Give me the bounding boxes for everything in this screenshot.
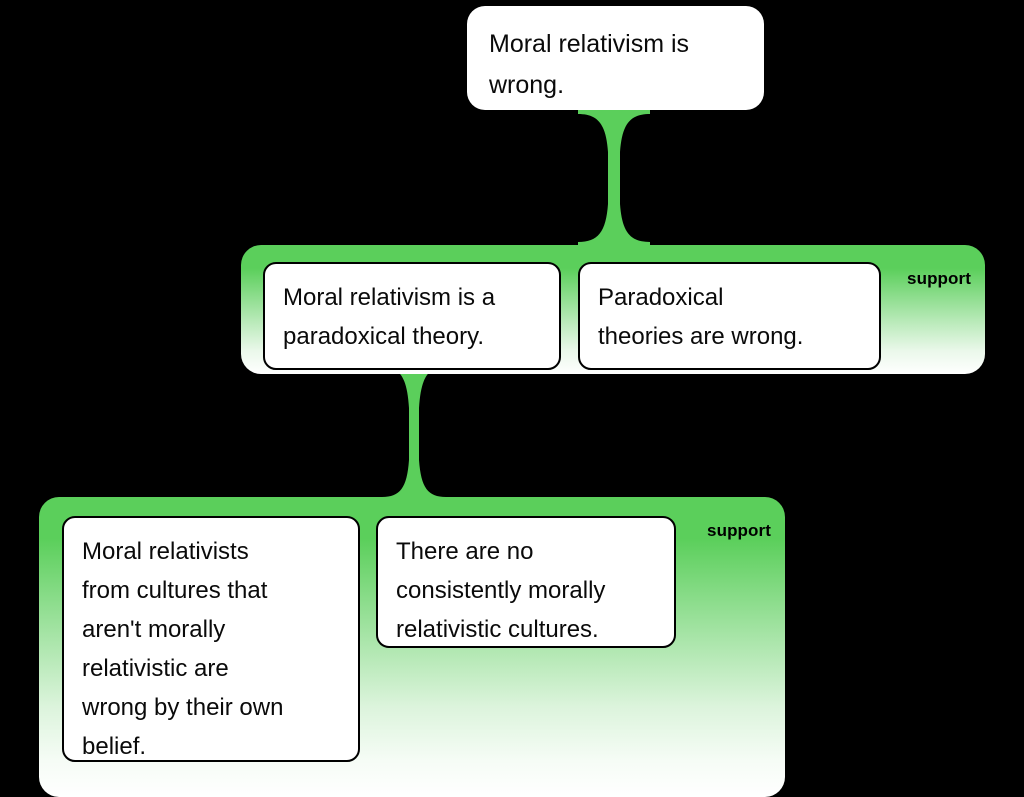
premise-node-1b[interactable]: Paradoxical theories are wrong.	[578, 262, 881, 370]
premise-node-1a-text: Moral relativism is a paradoxical theory…	[283, 284, 496, 350]
premise-node-2b[interactable]: There are no consistently morally relati…	[376, 516, 676, 648]
connector-root-to-support-group-1	[578, 108, 650, 248]
premise-node-2a-text: Moral relativists from cultures that are…	[82, 538, 284, 760]
support-group-1-label: support	[907, 269, 971, 288]
premise-node-2a[interactable]: Moral relativists from cultures that are…	[62, 516, 360, 762]
support-group-2-label: support	[707, 521, 771, 540]
diagram-canvas: support support Moral relativism is wron…	[39, 6, 985, 797]
premise-node-1b-text: Paradoxical theories are wrong.	[598, 284, 804, 350]
premise-node-1a[interactable]: Moral relativism is a paradoxical theory…	[263, 262, 561, 370]
claim-node-root[interactable]: Moral relativism is wrong.	[467, 6, 764, 110]
connector-premise-1a-to-support-group-2	[382, 362, 446, 502]
premise-node-2b-text: There are no consistently morally relati…	[396, 538, 606, 643]
claim-node-root-text: Moral relativism is wrong.	[489, 30, 690, 99]
